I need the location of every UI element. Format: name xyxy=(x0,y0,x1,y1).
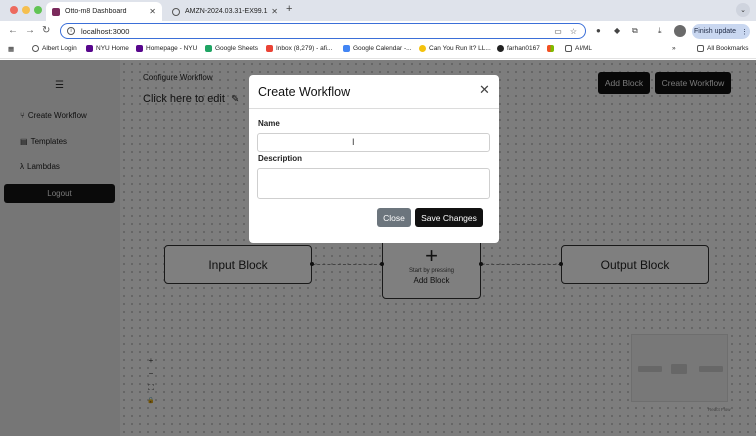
download-icon[interactable]: ⤓ xyxy=(658,26,662,35)
tab-title: Otto-m8 Dashboard xyxy=(65,8,127,15)
emoji-icon xyxy=(419,45,426,52)
microsoft-icon[interactable] xyxy=(547,45,557,52)
bookmark-label: Homepage - NYU xyxy=(146,45,198,52)
bookmark-star-icon[interactable]: ☆ xyxy=(569,26,577,36)
bookmark-google-sheets[interactable]: Google Sheets xyxy=(205,45,258,52)
browser-tab-amzn[interactable]: AMZN-2024.03.31-EX99.1 ✕ xyxy=(166,2,284,21)
extension-dark-icon[interactable]: ● xyxy=(596,26,601,35)
all-bookmarks-label: All Bookmarks xyxy=(707,45,749,52)
bookmark-folder-aiml[interactable]: AI/ML xyxy=(565,45,592,52)
finish-update-label: Finish update xyxy=(693,28,737,35)
tab-close-icon[interactable]: ✕ xyxy=(271,7,278,16)
nyu-icon xyxy=(86,45,93,52)
tab-title: AMZN-2024.03.31-EX99.1 xyxy=(185,8,268,15)
window-minimize-button[interactable] xyxy=(22,6,30,14)
bookmark-label: NYU Home xyxy=(96,45,129,52)
bookmark-inbox[interactable]: Inbox (8,279) - afi... xyxy=(266,45,332,52)
browser-toolbar: ← → ↻ i localhost:3000 ▭ ☆ ● ◆ ⧉ ⤓ Finis… xyxy=(0,21,756,41)
bookmarks-bar: ▦ Albert Login NYU Home Homepage - NYU G… xyxy=(0,41,756,59)
github-icon xyxy=(497,45,504,52)
all-bookmarks[interactable]: All Bookmarks xyxy=(697,45,749,52)
gmail-icon xyxy=(266,45,273,52)
extension-color-icon[interactable]: ◆ xyxy=(614,26,621,35)
window-zoom-button[interactable] xyxy=(34,6,42,14)
apps-grid-icon[interactable]: ▦ xyxy=(8,46,15,53)
tab-search-menu-icon[interactable]: ⌄ xyxy=(736,3,750,17)
otto-favicon-icon xyxy=(52,7,60,16)
modal-title: Create Workflow xyxy=(258,85,351,99)
name-label: Name xyxy=(258,119,280,128)
text-cursor-icon: I xyxy=(352,137,355,147)
nyu-icon xyxy=(136,45,143,52)
close-button[interactable]: Close xyxy=(377,208,411,227)
microsoft-logo-icon xyxy=(547,45,554,52)
back-arrow-icon[interactable]: ← xyxy=(8,25,18,36)
save-changes-button[interactable]: Save Changes xyxy=(415,208,483,227)
bookmark-can-you-run-it[interactable]: Can You Run It? LL... xyxy=(419,45,491,52)
bookmark-farhan0167[interactable]: farhan0167 xyxy=(497,45,540,52)
calendar-icon xyxy=(343,45,350,52)
bookmark-label: AI/ML xyxy=(575,45,592,52)
browser-tab-bar: Otto-m8 Dashboard ✕ AMZN-2024.03.31-EX99… xyxy=(0,0,756,21)
browser-tab-otto-dashboard[interactable]: Otto-m8 Dashboard ✕ xyxy=(46,2,162,21)
window-close-button[interactable] xyxy=(10,6,18,14)
create-workflow-modal: Create Workflow ✕ Name I Description Clo… xyxy=(249,75,499,243)
reload-icon[interactable]: ↻ xyxy=(42,25,51,36)
bookmark-label: Albert Login xyxy=(42,45,77,52)
folder-icon xyxy=(565,45,572,52)
finish-update-button[interactable]: Finish update ⋮ xyxy=(692,24,750,39)
bookmark-label: farhan0167 xyxy=(507,45,540,52)
address-url: localhost:3000 xyxy=(81,26,130,36)
forward-arrow-icon[interactable]: → xyxy=(25,25,35,36)
bookmark-label: Can You Run It? LL... xyxy=(429,45,491,52)
description-textarea[interactable] xyxy=(257,168,490,199)
more-menu-icon: ⋮ xyxy=(741,28,749,36)
sheets-icon xyxy=(205,45,212,52)
site-info-icon[interactable]: i xyxy=(67,27,75,35)
globe-icon xyxy=(32,45,39,52)
bookmark-homepage-nyu[interactable]: Homepage - NYU xyxy=(136,45,197,52)
bookmark-label: Google Calendar -... xyxy=(353,45,412,52)
close-icon[interactable]: ✕ xyxy=(479,82,490,97)
bookmark-label: Inbox (8,279) - afi... xyxy=(276,45,333,52)
modal-header: Create Workflow ✕ xyxy=(249,75,499,109)
profile-avatar[interactable] xyxy=(674,25,686,37)
bookmark-google-calendar[interactable]: Google Calendar -... xyxy=(343,45,412,52)
bookmark-nyu-home[interactable]: NYU Home xyxy=(86,45,129,52)
bookmark-label: Google Sheets xyxy=(215,45,259,52)
bookmarks-overflow-button[interactable]: » xyxy=(672,45,676,52)
globe-favicon-icon xyxy=(172,7,180,16)
cast-icon[interactable]: ▭ xyxy=(554,26,562,36)
folder-icon xyxy=(697,45,704,52)
bookmark-albert-login[interactable]: Albert Login xyxy=(32,45,77,52)
new-tab-button[interactable]: + xyxy=(286,3,293,15)
extensions-puzzle-icon[interactable]: ⧉ xyxy=(632,26,638,35)
description-label: Description xyxy=(258,154,303,163)
tab-close-icon[interactable]: ✕ xyxy=(149,7,156,16)
name-input[interactable] xyxy=(257,133,490,152)
address-bar[interactable]: i localhost:3000 ▭ ☆ xyxy=(60,23,586,39)
